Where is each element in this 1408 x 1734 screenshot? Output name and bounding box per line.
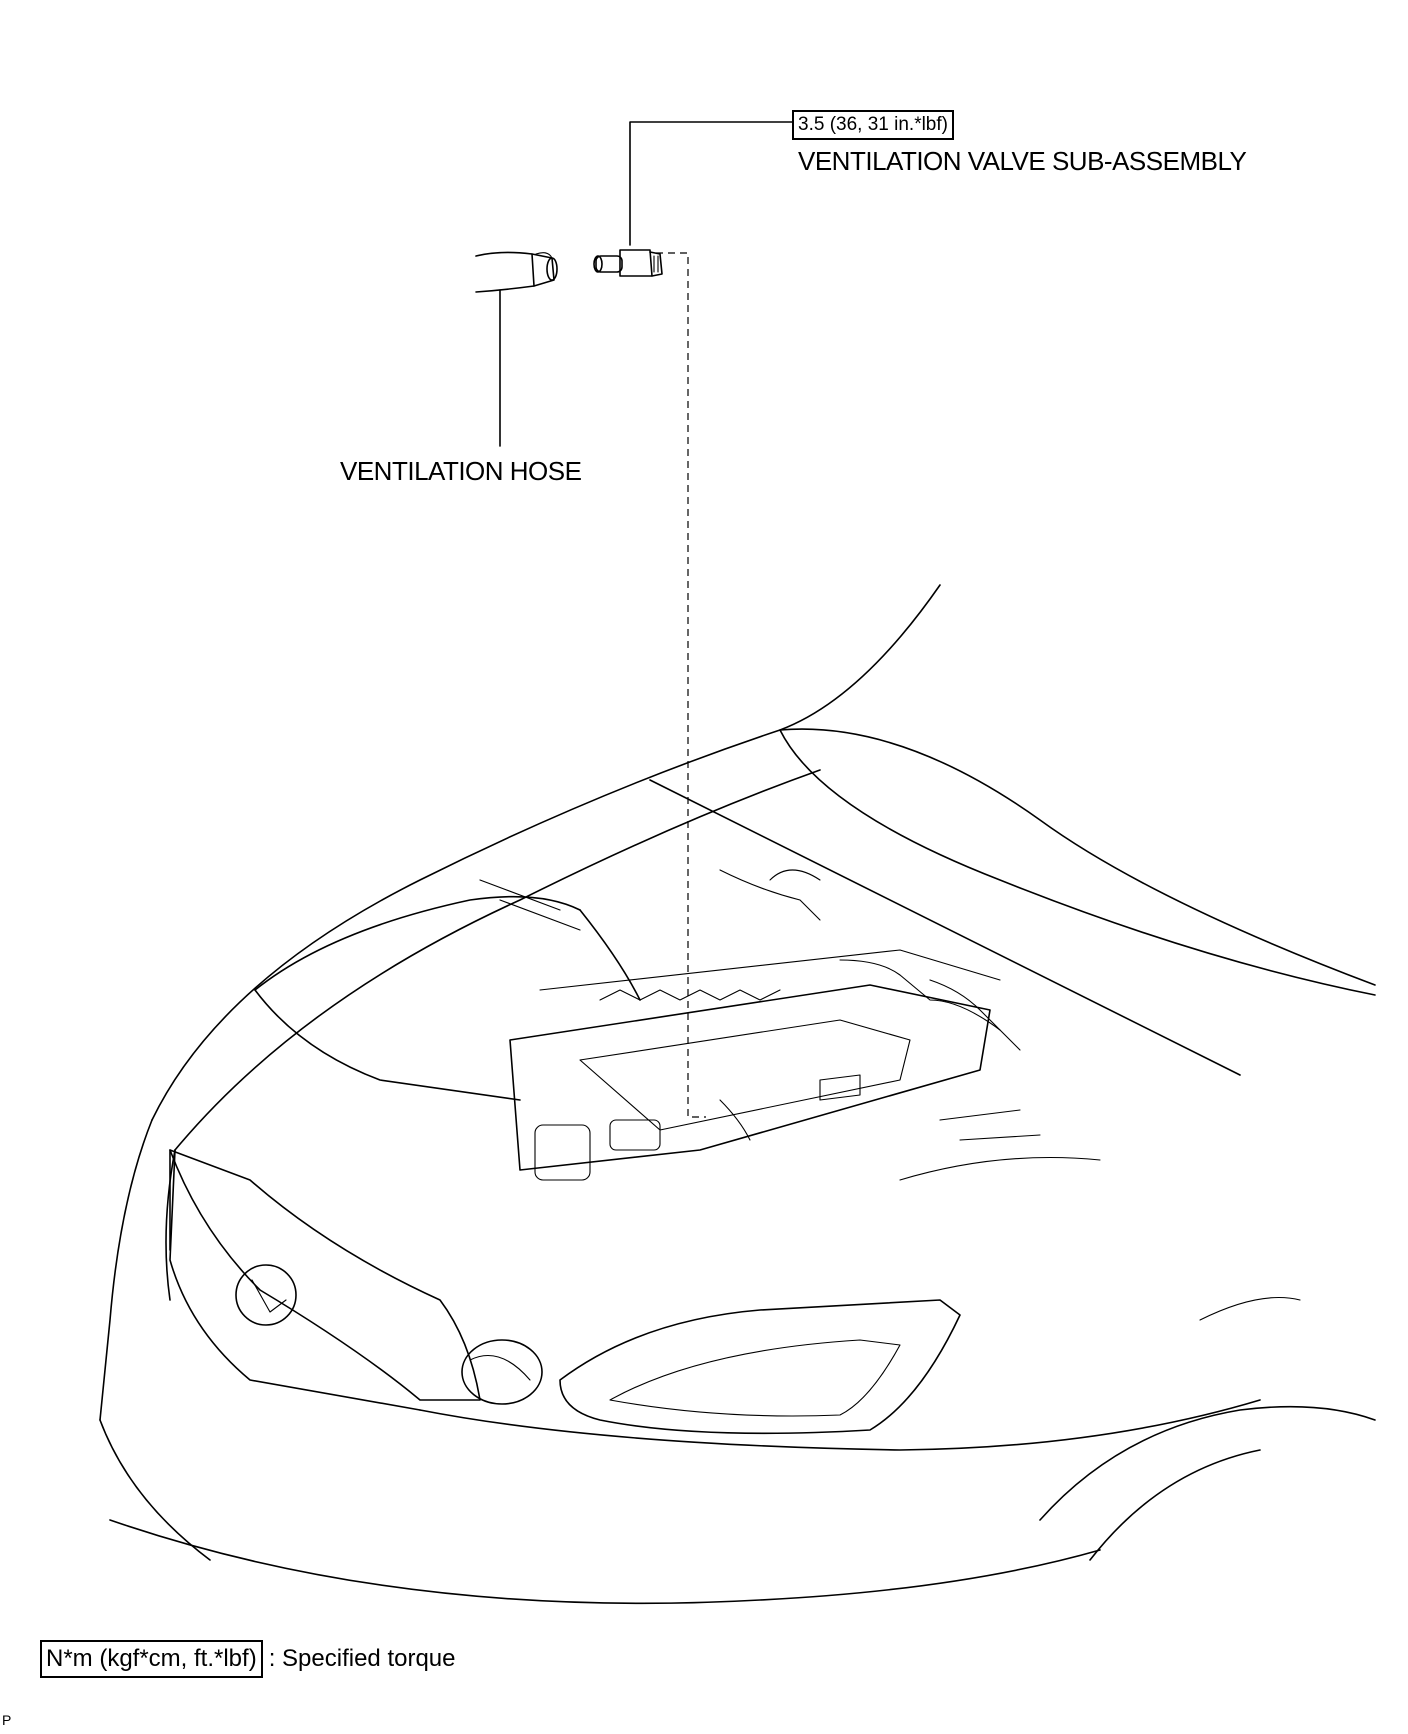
ventilation-valve-label: VENTILATION VALVE SUB-ASSEMBLY (798, 146, 1247, 176)
ventilation-hose-part (475, 251, 558, 293)
car-outline (99, 584, 1376, 1605)
ventilation-valve-part (593, 249, 663, 277)
torque-legend: N*m (kgf*cm, ft.*lbf) : Specified torque (40, 1640, 456, 1678)
torque-spec-box: 3.5 (36, 31 in.*lbf) (792, 110, 954, 140)
legend-unit-box: N*m (kgf*cm, ft.*lbf) (40, 1640, 263, 1678)
leader-lines (499, 121, 793, 1118)
ventilation-hose-label: VENTILATION HOSE (340, 456, 582, 486)
corner-mark: P (2, 1712, 12, 1728)
legend-description: : Specified torque (268, 1645, 456, 1672)
